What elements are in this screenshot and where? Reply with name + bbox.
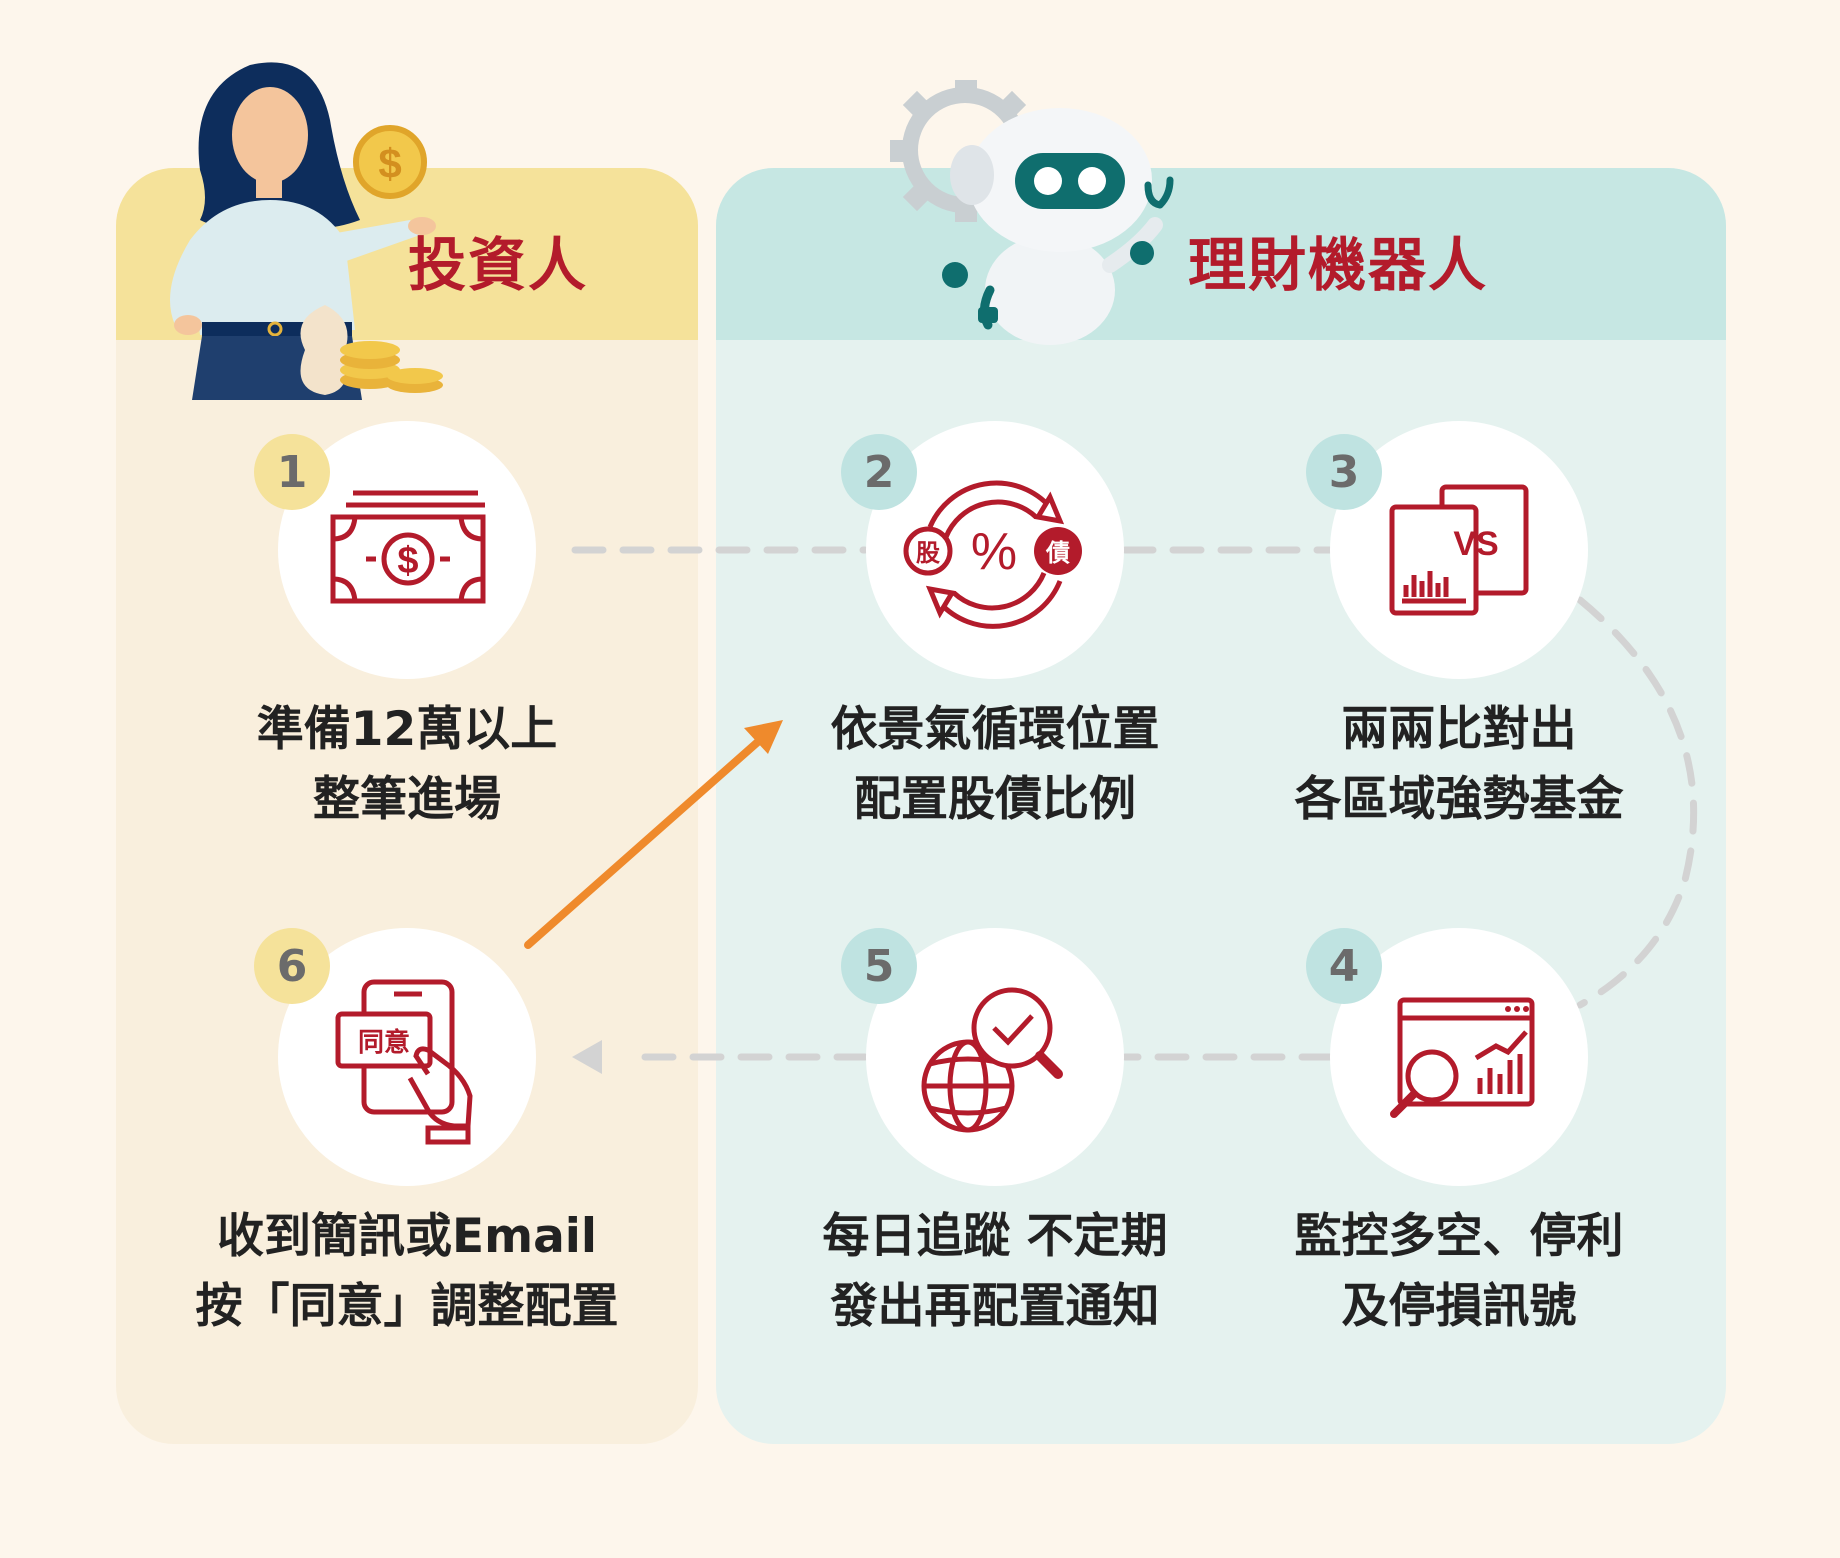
svg-text:$: $ bbox=[397, 540, 418, 582]
agree-icon-text: 同意 bbox=[358, 1027, 410, 1058]
step-2-badge: 2 bbox=[841, 434, 917, 510]
step-3-badge: 3 bbox=[1306, 434, 1382, 510]
step-5-badge: 5 bbox=[841, 928, 917, 1004]
step-6-label-line-1: 收到簡訊或Email bbox=[216, 1209, 598, 1264]
bond-icon-text: 債 bbox=[1045, 539, 1070, 567]
step-5-label-line-1: 每日追蹤 不定期 bbox=[822, 1209, 1168, 1264]
robot-column-title: 理財機器人 bbox=[1188, 231, 1489, 299]
cash-banknote-icon: $ bbox=[330, 490, 486, 604]
investor-woman-illustration: $ bbox=[170, 62, 443, 400]
step-6-badge: 6 bbox=[254, 928, 330, 1004]
step-1-label-line-1: 準備12萬以上 bbox=[256, 702, 558, 757]
step-1-label: 準備12萬以上 整筆進場 bbox=[187, 695, 627, 835]
phone-agree-hand-icon: 同意 bbox=[335, 979, 473, 1145]
step-2-label-line-1: 依景氣循環位置 bbox=[830, 702, 1160, 757]
step-4-label: 監控多空、停利 及停損訊號 bbox=[1239, 1202, 1679, 1342]
step-6-label-line-2: 按「同意」調整配置 bbox=[195, 1279, 619, 1334]
globe-check-magnifier-icon bbox=[921, 987, 1063, 1133]
fund-compare-vs-icon: VS bbox=[1389, 484, 1529, 616]
step-5-label-line-2: 發出再配置通知 bbox=[830, 1279, 1160, 1334]
step-1-label-line-2: 整筆進場 bbox=[313, 772, 501, 827]
step-5-label: 每日追蹤 不定期 發出再配置通知 bbox=[775, 1202, 1215, 1342]
step-4-label-line-2: 及停損訊號 bbox=[1341, 1279, 1577, 1334]
stock-bond-cycle-icon: 股 % 債 bbox=[903, 480, 1082, 629]
monitor-chart-magnifier-icon bbox=[1390, 997, 1535, 1118]
connector-3-4 bbox=[1576, 596, 1698, 1009]
investor-column-title: 投資人 bbox=[408, 231, 589, 299]
loop-arrow-6-to-2 bbox=[524, 720, 783, 949]
step-2-label-line-2: 配置股債比例 bbox=[854, 772, 1136, 827]
robot-panel-header bbox=[716, 168, 1726, 340]
stock-icon-text: 股 bbox=[916, 539, 940, 567]
step-3-label-line-1: 兩兩比對出 bbox=[1341, 702, 1577, 757]
step-4-label-line-1: 監控多空、停利 bbox=[1294, 1209, 1624, 1264]
vs-icon-text: VS bbox=[1453, 525, 1498, 563]
robot-panel bbox=[716, 168, 1726, 1444]
step-2-label: 依景氣循環位置 配置股債比例 bbox=[775, 695, 1215, 835]
robot-illustration bbox=[890, 80, 1174, 345]
step-6-label: 收到簡訊或Email 按「同意」調整配置 bbox=[187, 1202, 627, 1342]
step-1-badge: 1 bbox=[254, 434, 330, 510]
svg-text:$: $ bbox=[378, 140, 401, 187]
percent-icon-text: % bbox=[971, 523, 1017, 581]
step-4-badge: 4 bbox=[1306, 928, 1382, 1004]
step-3-label-line-2: 各區域強勢基金 bbox=[1294, 772, 1624, 827]
step-3-label: 兩兩比對出 各區域強勢基金 bbox=[1239, 695, 1679, 835]
connector-arrowhead-to-6 bbox=[572, 1040, 602, 1074]
